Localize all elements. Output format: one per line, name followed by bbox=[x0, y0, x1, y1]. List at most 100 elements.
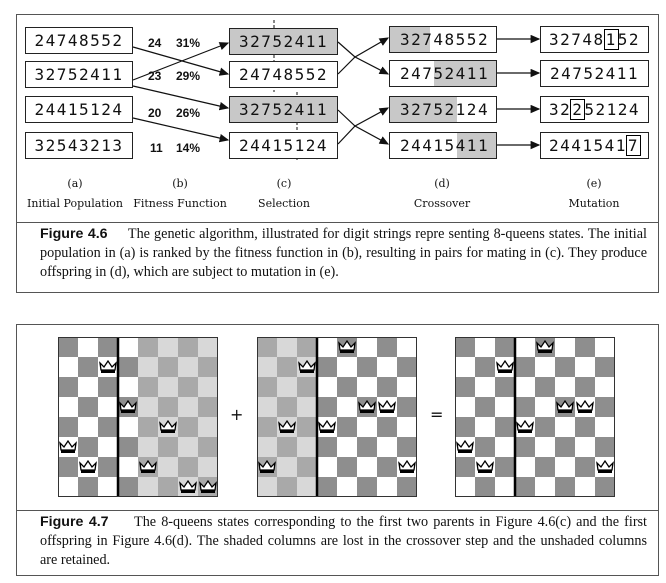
board-square bbox=[138, 417, 158, 437]
board-square bbox=[337, 377, 357, 397]
queen-icon bbox=[596, 459, 614, 473]
board-square bbox=[397, 477, 417, 497]
board-square bbox=[397, 417, 417, 437]
queen-icon bbox=[159, 419, 177, 433]
board-square bbox=[495, 337, 515, 357]
queen-icon bbox=[318, 419, 336, 433]
board-square bbox=[98, 397, 118, 417]
board-square bbox=[118, 437, 138, 457]
board-square bbox=[455, 337, 475, 357]
queen-icon bbox=[456, 439, 474, 453]
figure-4-7-text: The 8-queens states corresponding to the… bbox=[40, 514, 648, 568]
board-square bbox=[78, 397, 98, 417]
board-square bbox=[257, 437, 277, 457]
board-square bbox=[515, 377, 535, 397]
board-square bbox=[495, 417, 515, 437]
board-square bbox=[178, 337, 198, 357]
board-offspring bbox=[455, 337, 615, 497]
board-square bbox=[98, 377, 118, 397]
board-square bbox=[118, 417, 138, 437]
board-square bbox=[377, 437, 397, 457]
board-square bbox=[297, 337, 317, 357]
board-square bbox=[377, 337, 397, 357]
queen-icon bbox=[358, 399, 376, 413]
col-letter-d: (d) bbox=[434, 177, 450, 190]
board-square bbox=[198, 377, 218, 397]
board-square bbox=[575, 437, 595, 457]
fitness-score-3: 20 bbox=[148, 106, 162, 120]
crossover-2-left: 247 bbox=[400, 64, 434, 83]
board-square bbox=[98, 477, 118, 497]
fitness-pct-2: 29% bbox=[176, 69, 201, 83]
board-square bbox=[257, 357, 277, 377]
queen-icon bbox=[99, 359, 117, 373]
board-square bbox=[555, 337, 575, 357]
board-square bbox=[535, 357, 555, 377]
board-square bbox=[495, 457, 515, 477]
board-square bbox=[178, 437, 198, 457]
board-square bbox=[178, 377, 198, 397]
queen-icon bbox=[278, 419, 296, 433]
board-square bbox=[317, 397, 337, 417]
board-square bbox=[357, 357, 377, 377]
col-name-c: Selection bbox=[258, 197, 310, 210]
board-square bbox=[595, 397, 615, 417]
fitness-pct-1: 31% bbox=[176, 36, 201, 50]
col-letter-e: (e) bbox=[586, 177, 602, 190]
board-square bbox=[297, 397, 317, 417]
board-square bbox=[575, 377, 595, 397]
board-square bbox=[118, 457, 138, 477]
board-square bbox=[535, 397, 555, 417]
board-square bbox=[515, 437, 535, 457]
board-square bbox=[595, 337, 615, 357]
fitness-score-4: 11 bbox=[150, 141, 163, 155]
board-square bbox=[118, 477, 138, 497]
board-square bbox=[595, 357, 615, 377]
population-string-3: 24415124 bbox=[25, 96, 133, 123]
board-square bbox=[257, 377, 277, 397]
crossover-1-right: 48552 bbox=[433, 30, 490, 49]
queen-icon bbox=[476, 459, 494, 473]
board-square bbox=[475, 417, 495, 437]
mutation-3-post: 52124 bbox=[584, 100, 641, 119]
board-square bbox=[455, 417, 475, 437]
board-square bbox=[357, 477, 377, 497]
board-square bbox=[555, 357, 575, 377]
board-square bbox=[78, 477, 98, 497]
board-square bbox=[297, 377, 317, 397]
board-square bbox=[58, 337, 78, 357]
board-square bbox=[198, 397, 218, 417]
board-square bbox=[397, 437, 417, 457]
board-square bbox=[555, 437, 575, 457]
queen-icon bbox=[378, 399, 396, 413]
board-square bbox=[158, 357, 178, 377]
board-square bbox=[317, 477, 337, 497]
board-square bbox=[297, 477, 317, 497]
board-square bbox=[337, 477, 357, 497]
board-square bbox=[515, 397, 535, 417]
queen-icon bbox=[199, 479, 217, 493]
board-square bbox=[317, 337, 337, 357]
board-square bbox=[198, 437, 218, 457]
mutated-digit-1: 1 bbox=[603, 29, 619, 50]
selection-string-2: 24748552 bbox=[229, 61, 338, 88]
board-square bbox=[535, 377, 555, 397]
board-square bbox=[118, 357, 138, 377]
crossover-3-left: 32752 bbox=[400, 100, 456, 119]
board-square bbox=[58, 357, 78, 377]
board-square bbox=[118, 337, 138, 357]
board-square bbox=[257, 417, 277, 437]
board-square bbox=[297, 457, 317, 477]
board-square bbox=[475, 397, 495, 417]
board-square bbox=[317, 457, 337, 477]
board-square bbox=[78, 377, 98, 397]
figure-4-6-caption: Figure 4.6 The genetic algorithm, illust… bbox=[16, 222, 659, 293]
board-square bbox=[78, 437, 98, 457]
col-name-e: Mutation bbox=[568, 197, 620, 210]
board-square bbox=[495, 477, 515, 497]
board-square bbox=[377, 377, 397, 397]
board-square bbox=[138, 477, 158, 497]
